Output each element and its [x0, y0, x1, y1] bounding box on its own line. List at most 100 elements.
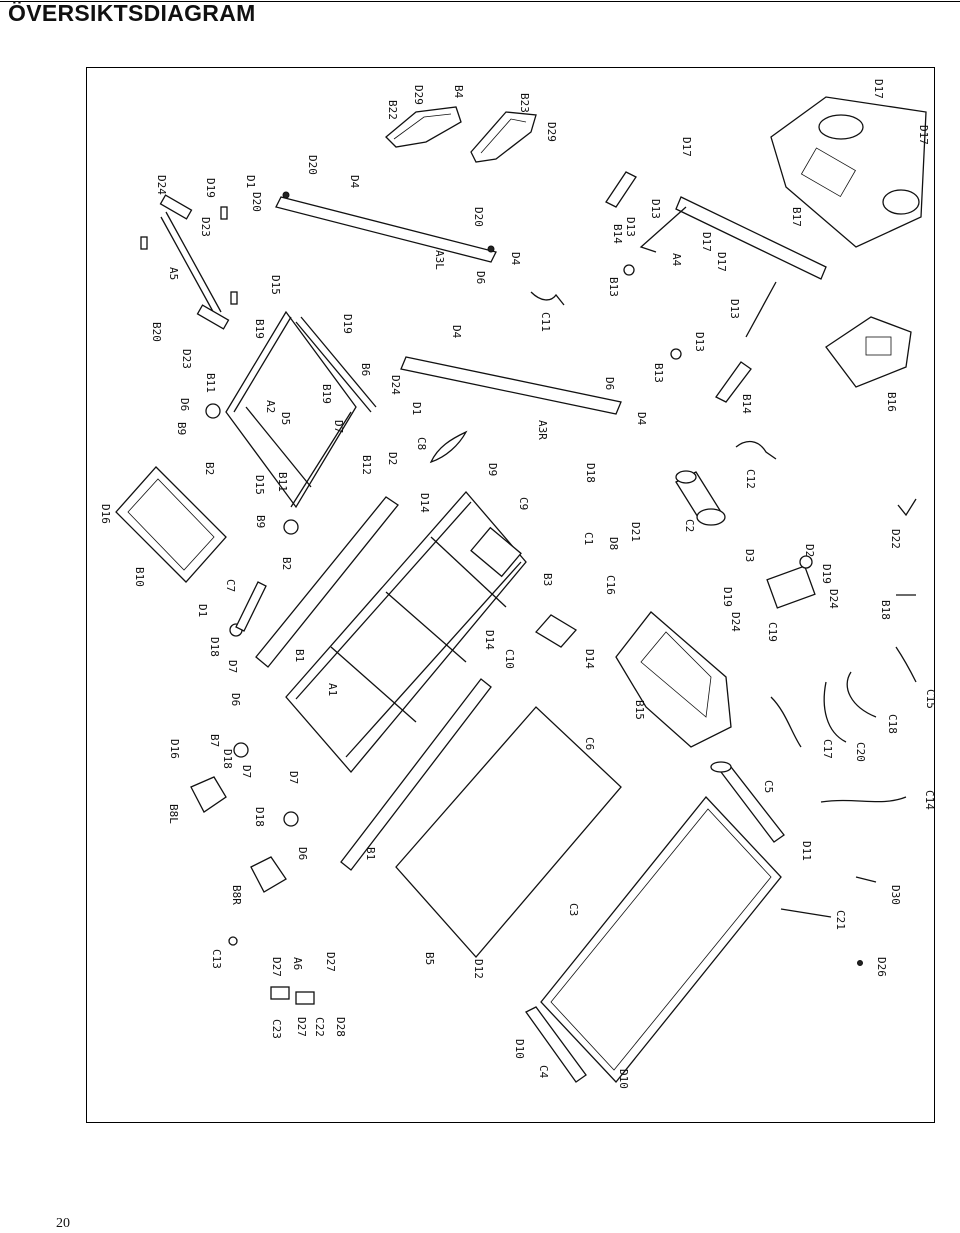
part-label: D7	[240, 765, 253, 778]
part-label: D13	[693, 332, 706, 352]
cable-c18	[846, 671, 877, 718]
part-label: B11	[204, 373, 217, 393]
motor-c2	[675, 470, 726, 526]
part-label: D29	[545, 122, 558, 142]
part-label: D6	[296, 847, 309, 860]
part-label: A6	[291, 957, 304, 970]
belt-c3	[540, 796, 782, 1083]
part-label: D19	[204, 178, 217, 198]
diagram-frame	[86, 67, 935, 1123]
part-label: C2	[683, 519, 696, 532]
part-label: D19	[721, 587, 734, 607]
parts-art	[115, 96, 927, 1083]
side-cover-b10	[115, 466, 227, 583]
cable-c11	[530, 291, 565, 306]
part-label: C5	[762, 780, 775, 793]
part-label: D13	[624, 217, 637, 237]
part-label: B13	[607, 277, 620, 297]
part-label: C20	[854, 742, 867, 762]
part-label: C10	[503, 649, 516, 669]
part-label: D5	[279, 412, 292, 425]
part-label: B16	[885, 392, 898, 412]
clip-d22	[897, 498, 917, 517]
part-label: D4	[348, 175, 361, 189]
part-label: C11	[539, 312, 552, 332]
part-label: D12	[472, 959, 485, 979]
part-label: C6	[583, 737, 596, 750]
rear-foot-b8r	[250, 856, 287, 893]
part-label: D13	[649, 199, 662, 219]
rod-c21	[780, 908, 832, 918]
part-label: C18	[886, 714, 899, 734]
part-label: B12	[360, 455, 373, 475]
part-label: D15	[269, 275, 282, 295]
part-label: C15	[924, 689, 935, 709]
cable-c17	[770, 696, 802, 748]
part-label: B1	[364, 847, 377, 860]
part-label: D4	[450, 325, 463, 339]
part-label: D30	[889, 885, 902, 905]
part-label: D21	[629, 522, 642, 542]
part-label: D10	[617, 1069, 630, 1089]
part-label: D22	[889, 529, 902, 549]
screw-d30	[855, 876, 877, 883]
part-label: D6	[474, 271, 487, 284]
part-label: D1	[196, 604, 209, 617]
tube-c7	[235, 581, 267, 632]
part-label: B15	[633, 700, 646, 720]
bracket-a6	[270, 986, 315, 1005]
handrail-cover-left	[385, 106, 462, 148]
cable-c20	[823, 681, 847, 743]
part-label: D18	[208, 637, 221, 657]
frame-a2	[225, 310, 377, 509]
part-label: D6	[178, 398, 191, 411]
part-label: D17	[715, 252, 728, 272]
part-label: D7	[287, 771, 300, 784]
part-label: B5	[423, 952, 436, 965]
part-label: B18	[879, 600, 892, 620]
grip-b14-bottom	[715, 361, 752, 403]
part-label: C21	[834, 910, 847, 930]
motor-hood-b15	[615, 611, 732, 748]
wheel-b9-1	[205, 403, 221, 419]
part-label: C4	[537, 1065, 550, 1079]
page-title: ÖVERSIKTSDIAGRAM	[8, 0, 256, 26]
wheel-2	[283, 811, 299, 827]
rear-foot-b8l	[190, 776, 227, 813]
main-frame-a1	[285, 491, 527, 774]
handlebar-a4	[639, 196, 827, 338]
part-label: D17	[917, 125, 930, 145]
part-label: D14	[418, 493, 431, 513]
part-label: C7	[224, 579, 237, 592]
roller-c5	[710, 761, 785, 843]
part-label: D28	[334, 1017, 347, 1037]
part-label: D24	[155, 175, 168, 195]
part-label: B8R	[230, 885, 243, 905]
part-label: B6	[359, 363, 372, 376]
deck-c6	[395, 706, 622, 958]
part-label: D20	[306, 155, 319, 175]
part-label: D1	[410, 402, 423, 415]
part-label: D29	[412, 85, 425, 105]
part-label: D18	[584, 463, 597, 483]
part-labels: B22 D29 B4 B23 D29 D24 D19 D23 A5 B20 D2…	[99, 79, 935, 1089]
part-label: D27	[270, 957, 283, 977]
part-label: D26	[875, 957, 888, 977]
drive-belt-c8	[429, 430, 468, 464]
screw-d26	[857, 960, 863, 966]
part-label: D20	[472, 207, 485, 227]
part-label: B1	[293, 649, 306, 662]
part-label: D17	[700, 232, 713, 252]
part-label: B8L	[167, 804, 180, 824]
part-label: B7	[208, 734, 221, 747]
upright-rail-a3l	[275, 191, 497, 263]
part-label: C16	[604, 575, 617, 595]
part-label: D17	[680, 137, 693, 157]
part-label: D2	[386, 452, 399, 465]
controller-c10	[534, 614, 578, 648]
part-label: C3	[567, 903, 580, 916]
part-label: D20	[250, 192, 263, 212]
part-label: D17	[872, 79, 885, 99]
part-label: D8	[607, 537, 620, 550]
console-b17	[770, 96, 927, 248]
